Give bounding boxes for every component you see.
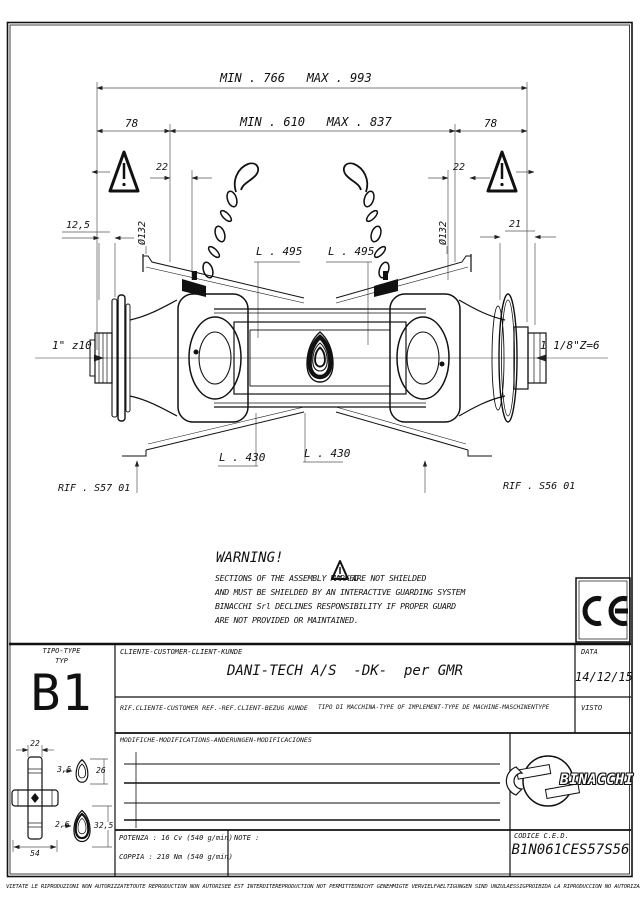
- mini-lemon-top: [75, 759, 89, 783]
- mini-dim-32-5: 32,5: [94, 821, 114, 830]
- dim-22-left: 22: [156, 162, 169, 173]
- warning-line2: AND MUST BE SHIELDED BY AN INTERACTIVE G…: [215, 587, 465, 597]
- label-rif-right: RIF . S56 01: [503, 481, 576, 492]
- warning-triangle-right-icon: [486, 150, 518, 193]
- tipo-value: B1: [30, 664, 93, 722]
- macchina-label: TIPO DI MACCHINA-TYPE OF IMPLEMENT-TYPE …: [318, 704, 550, 711]
- modifiche-label: MODIFICHE-MODIFICATIONS-ANDERUNGEN-MODIF…: [120, 736, 312, 744]
- footer-it: VIETATE LE RIPRODUZIONI NON AUTORIZZATE: [6, 884, 130, 890]
- warning-title: WARNING!: [216, 550, 284, 566]
- codice-label: CODICE C.E.D.: [514, 832, 569, 840]
- warning-triangle-left-icon: [108, 150, 140, 193]
- warning-line3: BINACCHI Srl DECLINES RESPONSIBILITY IF …: [215, 601, 456, 611]
- right-guard-cone: [335, 254, 492, 457]
- label-spline-left: 1" z10: [52, 339, 92, 352]
- ce-mark: [575, 577, 631, 643]
- footer-de: NICHT GENEHMIGTE VERVIELFAELTIGUNGEN SIN…: [357, 884, 526, 890]
- footer-notice: VIETATE LE RIPRODUZIONI NON AUTORIZZATE …: [6, 884, 640, 890]
- codice-value: B1N061CES57S56: [511, 842, 630, 858]
- left-guard-cone: [122, 254, 305, 457]
- potenza-value: POTENZA : 16 Cv (540 g/min): [119, 834, 233, 842]
- label-spline-right: 1 1/8"Z=6: [540, 339, 600, 352]
- dim-overall: MIN . 766 MAX . 993: [220, 71, 372, 85]
- dim-dia-right: Ø132: [438, 220, 449, 245]
- note-label: NOTE :: [234, 834, 260, 842]
- cross-journal-drawing: [11, 745, 112, 852]
- right-chain-clamp: [374, 279, 398, 297]
- warning-triangle-inline-icon: [331, 560, 349, 580]
- visto-label: VISTO: [581, 704, 603, 712]
- right-yoke: [389, 293, 461, 423]
- left-yoke: [177, 293, 249, 423]
- binacchi-brand: BINACCHI: [560, 772, 634, 788]
- dim-l495-a: L . 495: [256, 245, 303, 258]
- mini-dim-54: 54: [30, 849, 40, 858]
- dim-guard-right: 78: [484, 117, 498, 130]
- mini-lemon-bottom: [73, 809, 91, 843]
- typ-label: TYP: [55, 657, 68, 665]
- warning-line4: ARE NOT PROVIDED OR MAINTAINED.: [215, 615, 359, 625]
- dim-l430-a: L . 430: [219, 451, 266, 464]
- lemon-profile: [306, 331, 334, 383]
- right-chain: [342, 162, 390, 279]
- pto-shaft: [89, 254, 547, 457]
- left-chain: [202, 162, 260, 279]
- titleblock-grid: [9, 642, 631, 876]
- dim-21: 21: [509, 219, 522, 230]
- centerline: [35, 354, 608, 362]
- warning-line1a: SECTIONS OF THE ASSEMBLY MARKED: [215, 573, 359, 583]
- page-border: [6, 21, 633, 878]
- data-value: 14/12/15: [575, 670, 633, 684]
- dim-l495-b: L . 495: [328, 245, 375, 258]
- cliente-value: DANI-TECH A/S -DK- per GMR: [226, 663, 463, 679]
- dim-l430-b: L . 430: [304, 447, 351, 460]
- label-rif-left: RIF . S57 01: [58, 483, 131, 494]
- warning-line1b: ARE NOT SHIELDED: [352, 573, 427, 583]
- binacchi-logo-icon: [505, 755, 581, 807]
- cliente-label: CLIENTE-CUSTOMER-CLIENT-KUNDE: [120, 648, 243, 656]
- mini-dim-3-5: 3,5: [57, 765, 72, 774]
- data-label: DATA: [581, 648, 598, 656]
- dimension-lines: [62, 82, 556, 493]
- dim-12-5: 12,5: [66, 220, 91, 231]
- dim-inner: MIN . 610 MAX . 837: [240, 115, 392, 129]
- footer-en: REPRODUCTION NOT PERMITTED: [275, 884, 358, 890]
- coppia-value: COPPIA : 210 Nm (540 g/min): [119, 853, 233, 861]
- dim-dia-left: Ø132: [137, 220, 148, 245]
- left-chain-clamp: [182, 279, 206, 297]
- rif-cliente-label: RIF.CLIENTE-CUSTOMER REF.-REF.CLIENT-BEZ…: [120, 704, 308, 712]
- dim-22-right: 22: [453, 162, 466, 173]
- mini-dim-26: 26: [96, 766, 106, 775]
- tipo-type-label: TIPO-TYPE: [42, 647, 81, 655]
- mini-dim-2-6: 2,6: [55, 820, 70, 829]
- dim-guard-left: 78: [125, 117, 139, 130]
- footer-fr: TOUTE REPRODUCTION NON AUTORISEE EST INT…: [129, 884, 276, 890]
- footer-es: PROIBIDA LA RIPRODUCCION NO AUTORIZADA: [525, 884, 640, 890]
- mini-dim-22: 22: [30, 739, 40, 748]
- left-guard-disc: [111, 294, 131, 422]
- right-spline-shaft: [513, 326, 547, 390]
